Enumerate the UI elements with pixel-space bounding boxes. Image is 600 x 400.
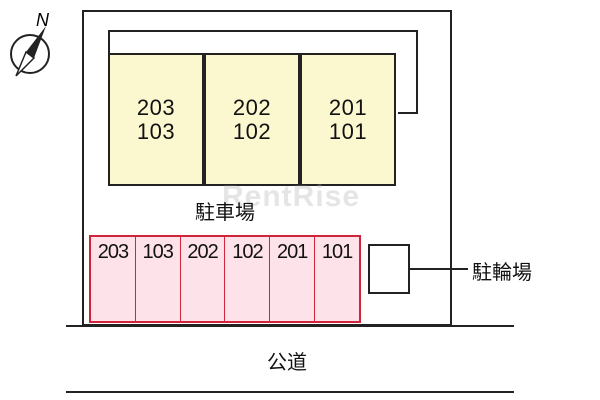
road-edge-bottom — [66, 391, 514, 393]
unit-upper-number: 203 — [136, 94, 176, 120]
parking-slots: 203 103 202 102 201 101 — [89, 235, 361, 323]
walkway-outline-right — [398, 30, 418, 114]
compass-north-icon: N — [10, 10, 50, 77]
north-label: N — [36, 10, 50, 30]
parking-slot: 202 — [181, 237, 226, 321]
unit-lower-number: 102 — [232, 118, 272, 144]
bicycle-parking-label: 駐輪場 — [472, 262, 532, 284]
parking-label: 駐車場 — [195, 202, 255, 224]
watermark: RentRise — [222, 180, 361, 213]
unit-upper-number: 202 — [232, 94, 272, 120]
parking-slot: 101 — [321, 241, 353, 263]
parking-slot: 103 — [136, 237, 181, 321]
unit-block-202-102: 202 102 — [204, 53, 300, 186]
unit-lower-number: 103 — [136, 118, 176, 144]
bicycle-parking-area — [368, 244, 410, 294]
parking-slot: 201 — [270, 237, 316, 321]
unit-block-203-103: 203 103 — [108, 53, 204, 186]
parking-slot: 102 — [225, 237, 271, 321]
unit-block-201-101: 201 101 — [300, 53, 396, 186]
road-edge-top — [66, 325, 514, 327]
parking-slot: 203 — [91, 237, 136, 321]
road-label: 公道 — [267, 352, 307, 374]
unit-upper-number: 201 — [328, 94, 368, 120]
unit-lower-number: 101 — [328, 118, 368, 144]
bicycle-parking-leader-line — [410, 268, 468, 270]
